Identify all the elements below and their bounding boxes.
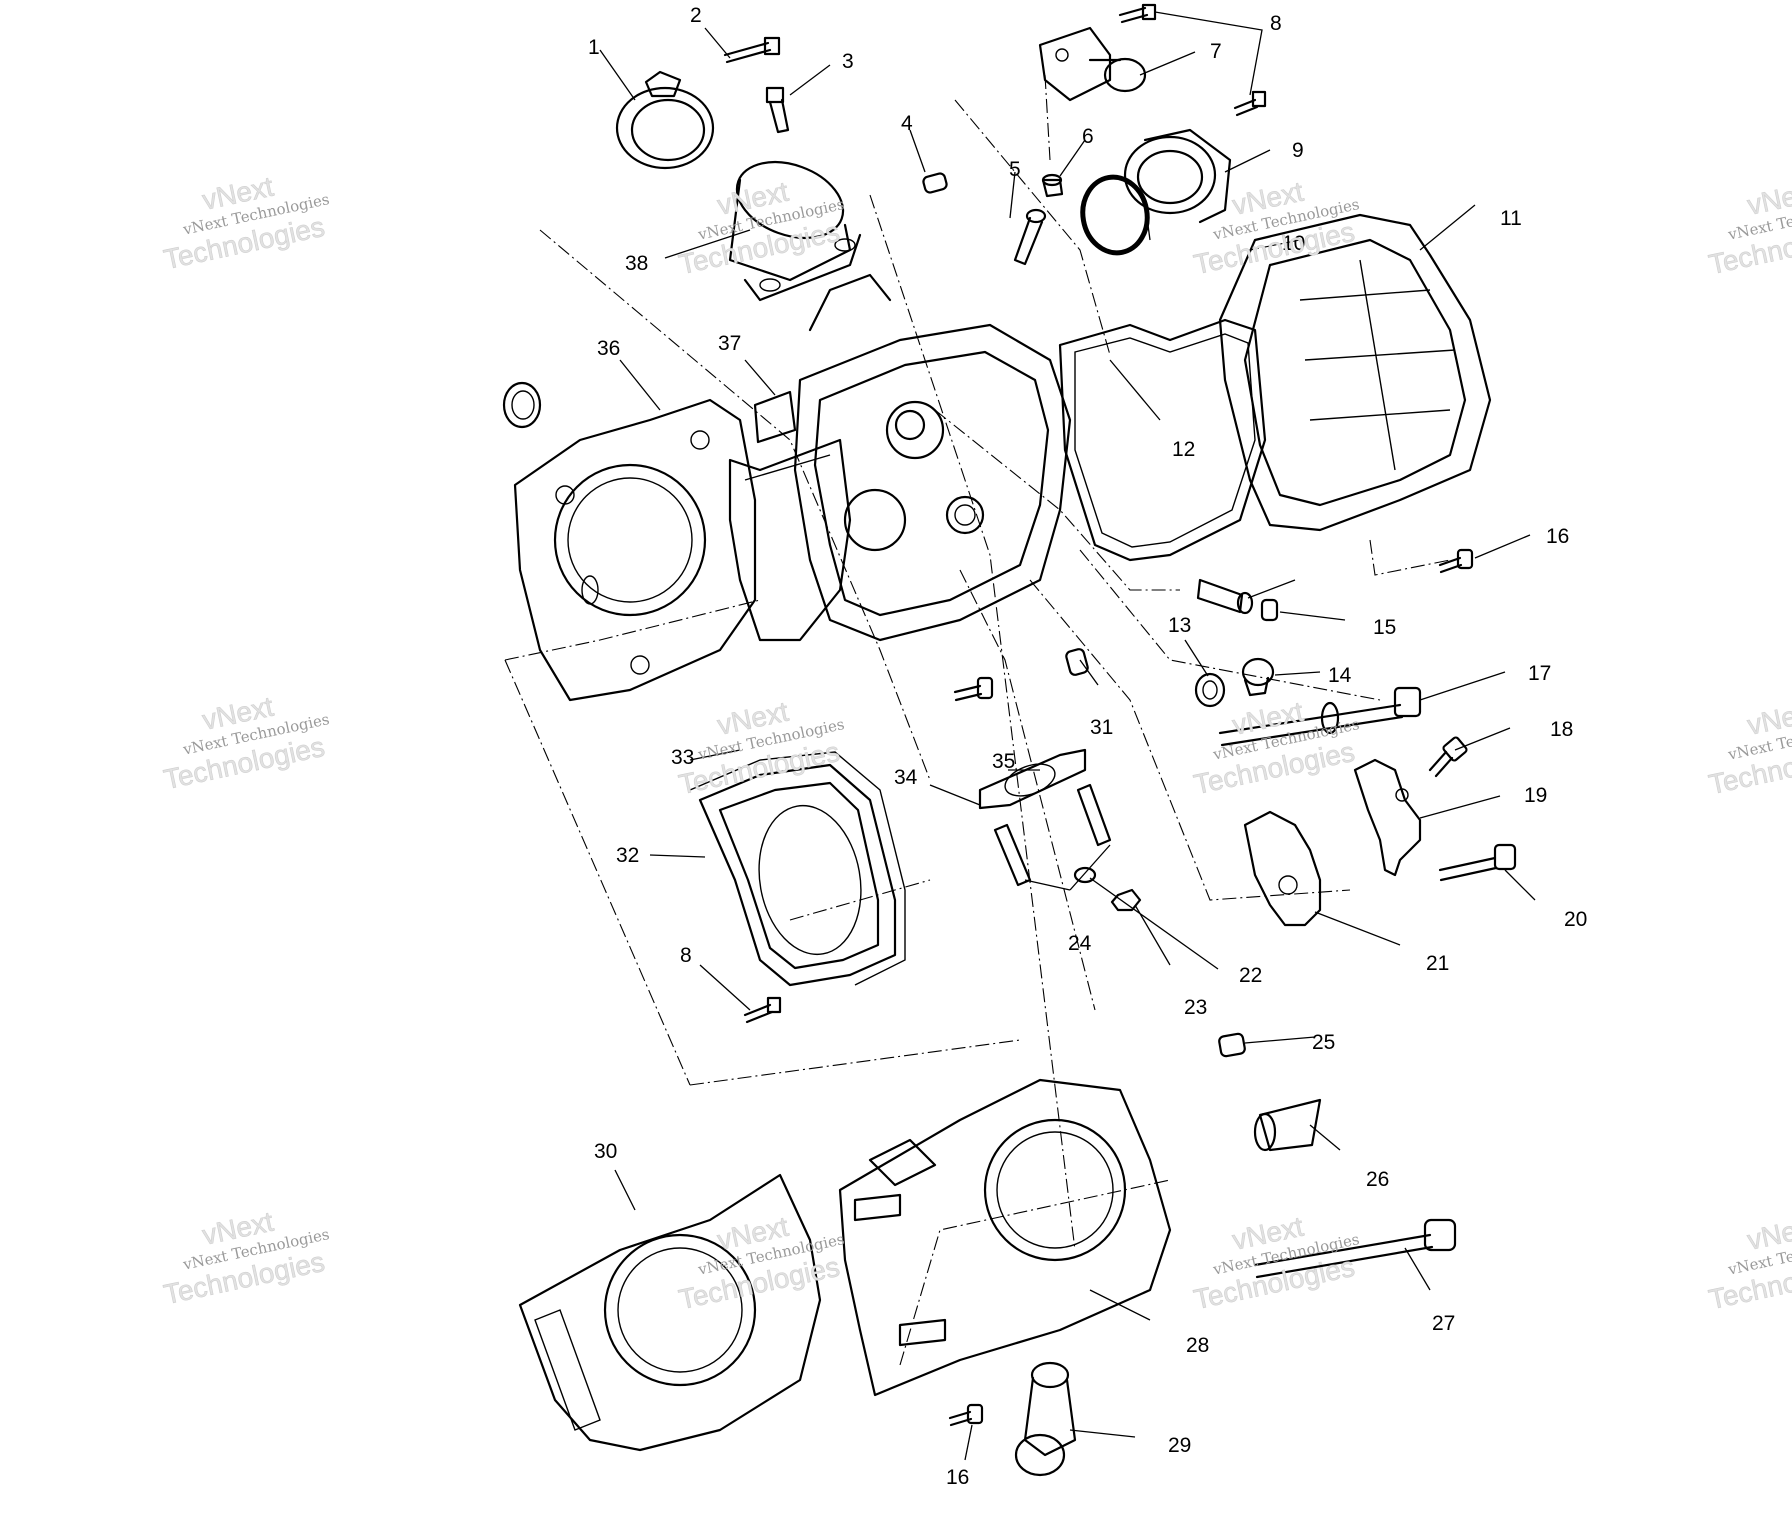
watermark: vNext Technologies vNext Technologies — [1706, 1210, 1792, 1315]
part-number-labels: 1 2 3 4 5 6 7 8 9 10 11 12 13 14 15 16 1… — [588, 4, 1587, 1489]
watermark: vNext Technologies vNext Technologies — [1191, 1210, 1361, 1315]
label-7: 7 — [1210, 40, 1222, 63]
label-4: 4 — [901, 112, 913, 135]
label-35: 35 — [992, 750, 1015, 773]
label-23: 23 — [1184, 996, 1207, 1019]
part-small-bolt — [953, 676, 994, 702]
label-26: 26 — [1366, 1168, 1389, 1191]
label-22: 22 — [1239, 964, 1262, 987]
label-10: 10 — [1282, 232, 1305, 255]
part-26-fitting — [1253, 1098, 1322, 1152]
label-9: 9 — [1292, 139, 1304, 162]
part-21-tensioner — [1243, 810, 1322, 927]
part-13-washer — [1194, 672, 1226, 708]
part-7-water-outlet — [1038, 26, 1147, 102]
part-25-dowel — [1218, 1032, 1246, 1058]
watermark: vNext Technologies vNext Technologies — [1706, 175, 1792, 280]
label-38: 38 — [625, 252, 648, 275]
part-8-screw-lower — [743, 996, 782, 1024]
label-18: 18 — [1550, 718, 1573, 741]
part-22-washer — [1073, 866, 1097, 884]
assembly-lines — [504, 74, 1451, 1366]
label-29: 29 — [1168, 1434, 1191, 1457]
part-3-screw — [765, 86, 790, 134]
part-14-plug — [1241, 657, 1275, 697]
label-8-upper: 8 — [1270, 12, 1282, 35]
label-8-lower: 8 — [680, 944, 692, 967]
label-1: 1 — [588, 36, 600, 59]
label-31: 31 — [1090, 716, 1113, 739]
part-cylinder-head — [793, 273, 1072, 642]
part-10-o-ring — [1080, 174, 1150, 256]
label-13: 13 — [1168, 614, 1191, 637]
part-27-bolt — [1253, 1218, 1457, 1279]
part-32-side-cover — [698, 763, 897, 987]
label-20: 20 — [1564, 908, 1587, 931]
part-30-base-gasket — [518, 1173, 822, 1452]
label-15: 15 — [1373, 616, 1396, 639]
part-17-bolt — [1218, 686, 1422, 747]
watermark: vNext Technologies vNext Technologies — [161, 170, 331, 275]
part-16-bolt-upper — [1438, 548, 1474, 574]
leader-lines — [599, 11, 1536, 1461]
part-31-dowel — [1065, 648, 1089, 676]
label-14: 14 — [1328, 664, 1352, 687]
watermark: vNext Technologies vNext Technologies — [1706, 695, 1792, 800]
label-2: 2 — [690, 4, 702, 27]
part-35-flange-gasket — [978, 748, 1087, 810]
part-6-valve-seal — [1041, 173, 1064, 198]
watermark: vNext Technologies vNext Technologies — [161, 690, 331, 795]
label-16-lower: 16 — [946, 1466, 969, 1489]
part-9-thermostat-housing — [1123, 128, 1232, 224]
part-37-cam-holder — [728, 390, 852, 642]
label-27: 27 — [1432, 1312, 1455, 1335]
part-18-bolt — [1428, 736, 1468, 778]
part-16-bolt-lower — [948, 1403, 984, 1427]
label-28: 28 — [1186, 1334, 1209, 1357]
label-37: 37 — [718, 332, 741, 355]
part-8-screw-upper — [1118, 3, 1267, 117]
part-33-gasket — [689, 751, 906, 986]
part-24-studs — [993, 783, 1112, 887]
part-12-valve-cover-gasket — [1058, 318, 1267, 562]
label-36: 36 — [597, 337, 620, 360]
part-4-dowel — [922, 172, 948, 194]
part-15-valve-seal — [1260, 598, 1279, 622]
label-32: 32 — [616, 844, 639, 867]
label-34: 34 — [894, 766, 918, 789]
watermark: vNext Technologies vNext Technologies — [1191, 175, 1361, 280]
label-33: 33 — [671, 746, 694, 769]
part-5-valve-guide-upper — [1013, 208, 1047, 266]
label-12: 12 — [1172, 438, 1195, 461]
watermark: vNext Technologies vNext Technologies — [676, 1210, 846, 1315]
label-25: 25 — [1312, 1031, 1335, 1054]
part-29-water-elbow — [1014, 1361, 1077, 1477]
label-21: 21 — [1426, 952, 1449, 975]
part-11-valve-cover — [1218, 213, 1492, 532]
label-5-upper: 5 — [1009, 158, 1021, 181]
part-2-screw — [723, 36, 781, 64]
label-3: 3 — [842, 50, 854, 73]
part-1-hose-clamp — [615, 70, 715, 170]
part-38-intake-boot — [728, 161, 862, 302]
label-19: 19 — [1524, 784, 1547, 807]
label-17: 17 — [1528, 662, 1551, 685]
part-20-bolt — [1438, 843, 1517, 882]
part-19-bracket — [1353, 758, 1422, 877]
part-36-head-gasket — [513, 398, 757, 702]
label-16-upper: 16 — [1546, 525, 1569, 548]
label-6: 6 — [1082, 125, 1094, 148]
watermark: vNext Technologies vNext Technologies — [161, 1205, 331, 1310]
part-36-seal — [502, 381, 542, 429]
watermark: vNext Technologies vNext Technologies — [1191, 695, 1361, 800]
label-30: 30 — [594, 1140, 617, 1163]
part-23-nut — [1110, 888, 1142, 912]
label-11: 11 — [1500, 207, 1522, 230]
part-5-valve-guide-lower — [1196, 578, 1254, 615]
part-28-cylinder — [838, 1078, 1172, 1397]
label-24: 24 — [1068, 932, 1092, 955]
watermark-grid: vNext Technologies vNext Technologies vN… — [161, 170, 1792, 1315]
